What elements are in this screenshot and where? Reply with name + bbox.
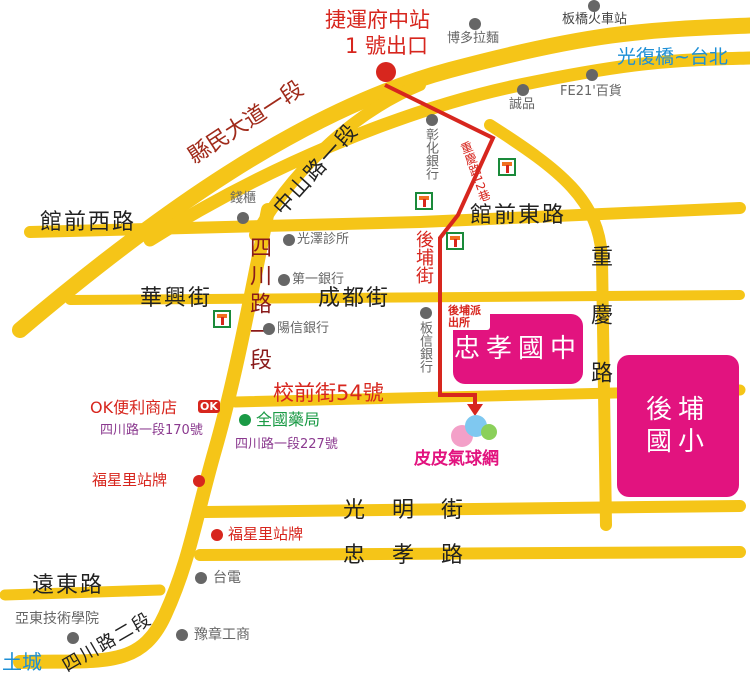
poi-pharmacy: 全國藥局 [256, 410, 321, 429]
poi-dot [469, 18, 481, 30]
school-elementary: 後埔國小 [617, 355, 739, 497]
poi-ok-address: 四川路一段170號 [100, 423, 203, 438]
road-county-blvd-upper [12, 17, 750, 338]
poi-dot [283, 234, 295, 246]
poi-dot [193, 475, 205, 487]
arrow-head-icon [467, 404, 483, 416]
poi-yuzhang: 豫章工商 [194, 627, 250, 643]
poi-first-bank: 第一銀行 [292, 272, 345, 287]
mrt-exit-label: 1 號出口 [345, 34, 429, 58]
poi-eslite: 誠品 [509, 97, 536, 112]
road-label-chongqing: 重慶路 [587, 245, 612, 419]
road-label-guanqian-west: 館前西路 [40, 210, 137, 235]
shop-name: 皮皮氣球網 [414, 449, 499, 469]
road-guangming [199, 500, 746, 518]
seven-eleven-icon [415, 192, 433, 210]
poi-dot [278, 274, 290, 286]
poi-dot [67, 632, 79, 644]
poi-taipower: 台電 [213, 570, 241, 586]
poi-hakata-ramen: 博多拉麵 [447, 31, 500, 46]
poi-dot [426, 114, 438, 126]
poi-police-station: 後埔派出所 [446, 304, 490, 331]
road-label-guanqian-east: 館前東路 [470, 203, 567, 228]
poi-dot [239, 414, 251, 426]
poi-oriental-institute: 亞東技術學院 [15, 611, 99, 627]
road-chongqing [484, 119, 612, 531]
road-yuandong [0, 584, 166, 601]
mrt-exit-marker [376, 62, 396, 82]
poi-dot [420, 307, 432, 319]
poi-dot [586, 69, 598, 81]
road-label-zhongxiao: 忠 孝 路 [343, 543, 473, 568]
road-label-xiaoqian: 校前街54號 [273, 381, 384, 405]
poi-dot [211, 529, 223, 541]
walking-route [384, 83, 496, 412]
poi-dot [237, 212, 249, 224]
poi-dot [517, 84, 529, 96]
road-guanqian [24, 202, 746, 238]
poi-guangze-clinic: 光澤診所 [297, 232, 350, 247]
road-label-chengdu: 成都街 [318, 286, 391, 311]
poi-bus-stop-2: 福星里站牌 [228, 525, 304, 543]
seven-eleven-icon [498, 158, 516, 176]
mrt-station-label: 捷運府中站 [325, 8, 430, 32]
poi-dot [588, 0, 600, 12]
road-label-houpu: 後埔街 [413, 230, 434, 284]
road-zhongxiao [194, 546, 746, 561]
poi-pharmacy-address: 四川路一段227號 [235, 437, 338, 452]
poi-qiangui: 錢櫃 [230, 191, 257, 206]
road-label-yuandong: 遠東路 [32, 573, 105, 598]
poi-dot [176, 629, 188, 641]
seven-eleven-icon [446, 232, 464, 250]
poi-dot [195, 572, 207, 584]
road-label-sichuan-1: 四川路一段 [246, 236, 271, 376]
road-sichuan [13, 203, 275, 669]
poi-banxin-bank: 板信銀行 [417, 321, 432, 373]
road-chengdu [65, 290, 745, 305]
poi-changhua-bank: 彰化銀行 [423, 128, 438, 180]
road-label-huaxing: 華興街 [140, 286, 213, 311]
road-label-tucheng: 土城 [2, 650, 42, 674]
poi-sunny-bank: 陽信銀行 [277, 321, 330, 336]
poi-ok-store: OK便利商店 [90, 398, 178, 417]
road-label-guangming: 光 明 街 [343, 498, 473, 523]
balloon-logo-icon [451, 415, 497, 447]
direction-label: 光復橋~台北 [617, 46, 728, 68]
poi-bus-stop-1: 福星里站牌 [92, 471, 168, 489]
poi-banqiao-station: 板橋火車站 [562, 12, 628, 27]
road-county-blvd-lower [143, 51, 750, 247]
seven-eleven-icon [213, 310, 231, 328]
poi-dot [263, 323, 275, 335]
poi-fe21: FE21'百貨 [560, 84, 622, 99]
ok-logo-icon: OK [198, 400, 220, 413]
